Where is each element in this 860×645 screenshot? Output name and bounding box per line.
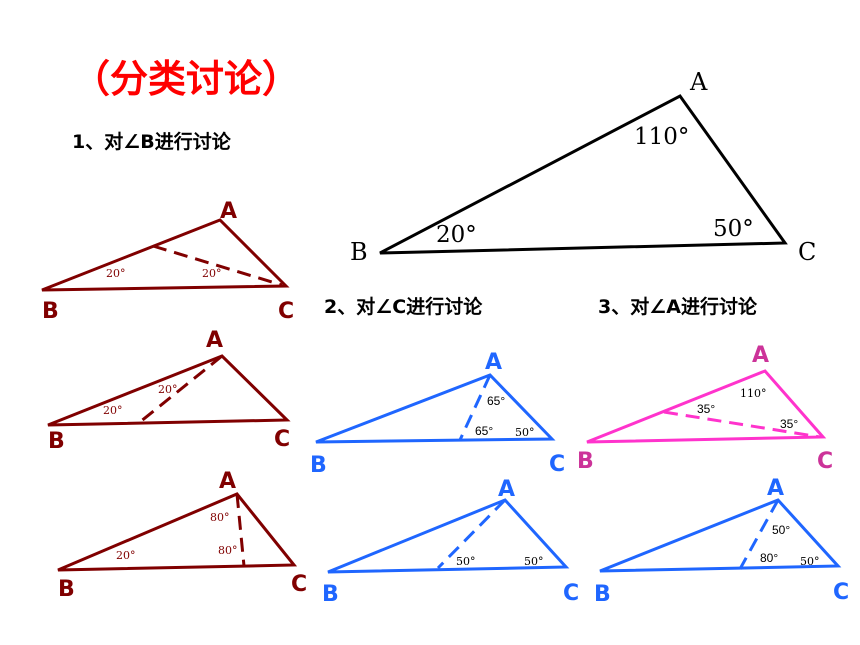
case-c-triangle-2: A B C 50° 50°	[322, 477, 579, 607]
case-b-3-vertex-a: A	[219, 469, 236, 494]
case-b-3-vertex-b: B	[58, 577, 75, 602]
case-a-1-angle-2: 35°	[697, 402, 715, 416]
case-c-2-outline	[327, 498, 570, 574]
main-vertex-b: B	[350, 238, 368, 266]
case-a-triangle-1: A B C 110° 35° 35°	[577, 343, 833, 474]
case-c-1-vertex-c: C	[549, 452, 565, 477]
case-b-1-vertex-a: A	[220, 199, 237, 224]
main-triangle-outline	[379, 94, 788, 255]
case-a-2-outline	[599, 498, 842, 573]
case-b-1-vertex-c: C	[278, 299, 294, 324]
case-a-1-vertex-a: A	[752, 343, 769, 368]
main-angle-b: 20°	[436, 222, 477, 248]
case-a-2-angle-2: 80°	[760, 551, 778, 565]
case-b-2-angle-1: 20°	[103, 404, 123, 417]
main-vertex-c: C	[798, 238, 816, 266]
case-a-label: 3、对∠A进行讨论	[598, 295, 758, 318]
case-a-2-angle-3: 50°	[800, 555, 820, 568]
case-b-2-vertex-c: C	[274, 427, 290, 452]
case-b-1-vertex-b: B	[42, 299, 59, 324]
main-vertex-a: A	[689, 68, 708, 96]
case-a-1-angle-1: 110°	[740, 387, 767, 400]
case-b-3-dashed-segment	[235, 493, 246, 567]
case-c-triangle-1: A B C 65° 65° 50°	[310, 350, 565, 478]
case-b-label: 1、对∠B进行讨论	[72, 130, 232, 153]
case-a-1-angle-3: 35°	[780, 417, 798, 431]
case-b-1-angle-2: 20°	[202, 267, 222, 280]
case-c-1-angle-2: 65°	[475, 424, 493, 438]
case-c-label: 2、对∠C进行讨论	[324, 295, 483, 318]
case-b-2-outline	[47, 354, 291, 427]
case-b-triangle-1: A B C 20° 20°	[41, 199, 294, 324]
case-a-2-vertex-c: C	[833, 580, 849, 605]
case-c-1-angle-1: 65°	[487, 394, 505, 408]
case-a-2-vertex-b: B	[594, 582, 611, 607]
case-b-triangle-2: A B C 20° 20°	[47, 328, 291, 454]
case-b-1-angle-1: 20°	[106, 267, 126, 280]
case-b-1-dashed-segment	[152, 244, 283, 287]
case-b-2-dashed-segment	[139, 354, 223, 424]
main-angle-c: 50°	[713, 216, 754, 242]
main-angle-a: 110°	[634, 124, 689, 150]
case-a-1-dashed-segment	[663, 410, 821, 439]
case-c-1-vertex-b: B	[310, 453, 327, 478]
case-b-2-angle-2: 20°	[158, 383, 178, 396]
case-a-2-vertex-a: A	[767, 476, 784, 501]
case-b-triangle-3: A B C 20° 80° 80°	[57, 469, 307, 602]
case-a-1-vertex-c: C	[817, 449, 833, 474]
case-a-1-outline	[586, 369, 827, 444]
case-c-2-angle-1: 50°	[456, 555, 476, 568]
case-b-3-vertex-c: C	[291, 572, 307, 597]
case-c-1-outline	[315, 373, 556, 444]
case-a-2-dashed-segment	[738, 499, 780, 570]
case-b-2-vertex-a: A	[206, 328, 223, 353]
main-triangle: A B C 110° 20° 50°	[350, 68, 816, 266]
case-b-2-vertex-b: B	[48, 429, 65, 454]
case-c-1-dashed-segment	[458, 374, 492, 441]
case-c-2-dashed-segment	[436, 498, 507, 570]
page-title: （分类讨论）	[72, 57, 300, 101]
case-c-2-vertex-a: A	[498, 477, 515, 502]
case-a-triangle-2: A B C 50° 80° 50°	[594, 476, 849, 607]
case-c-1-vertex-a: A	[485, 350, 502, 375]
case-b-1-outline	[41, 218, 290, 292]
case-b-3-angle-3: 80°	[218, 544, 238, 557]
case-c-2-vertex-b: B	[322, 582, 339, 607]
case-b-3-angle-2: 80°	[210, 511, 230, 524]
case-c-1-angle-3: 50°	[515, 426, 535, 439]
case-b-3-angle-1: 20°	[116, 549, 136, 562]
case-a-1-vertex-b: B	[577, 449, 594, 474]
case-b-3-outline	[57, 492, 298, 572]
case-c-2-vertex-c: C	[563, 581, 579, 606]
case-c-2-angle-2: 50°	[524, 555, 544, 568]
case-a-2-angle-1: 50°	[772, 523, 790, 537]
